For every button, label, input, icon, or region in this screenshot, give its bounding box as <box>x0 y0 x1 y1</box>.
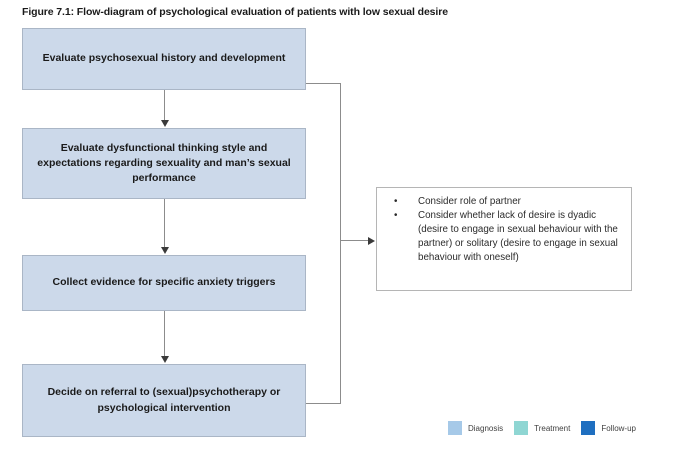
flow-box-collect-anxiety-triggers: Collect evidence for specific anxiety tr… <box>22 255 306 311</box>
connector-bracket-spine <box>340 83 341 404</box>
legend-label: Diagnosis <box>468 423 504 433</box>
flow-box-evaluate-psychosexual-history: Evaluate psychosexual history and develo… <box>22 28 306 90</box>
list-item-label: Consider role of partner <box>418 196 521 207</box>
legend-swatch-treatment <box>514 421 529 435</box>
legend: Diagnosis Treatment Follow-up <box>448 421 636 435</box>
flow-box-label: Evaluate dysfunctional thinking style an… <box>37 141 291 185</box>
flow-box-label: Collect evidence for specific anxiety tr… <box>52 276 276 289</box>
bullet-dot-icon: • <box>394 196 398 207</box>
flow-box-label: Evaluate psychosexual history and develo… <box>42 52 286 65</box>
arrowhead-right-icon <box>368 236 375 245</box>
connector-anxiety-to-referral <box>164 311 165 356</box>
flow-box-label: Decide on referral to (sexual)psychother… <box>47 386 281 414</box>
flow-box-decide-on-referral: Decide on referral to (sexual)psychother… <box>22 364 306 437</box>
arrowhead-down-icon <box>160 356 169 363</box>
connector-thinking-to-anxiety <box>164 199 165 247</box>
legend-swatch-follow-up <box>581 421 596 435</box>
legend-swatch-diagnosis <box>448 421 462 435</box>
legend-label: Follow-up <box>601 423 636 433</box>
connector-bracket-top <box>306 83 340 84</box>
arrowhead-down-icon <box>160 120 169 127</box>
list-item: • Consider whether lack of desire is dya… <box>385 209 621 265</box>
bullet-dot-icon: • <box>394 209 398 221</box>
list-item-label: Consider whether lack of desire is dyadi… <box>418 209 618 263</box>
flow-box-evaluate-dysfunctional-thinking: Evaluate dysfunctional thinking style an… <box>22 128 306 199</box>
legend-item-diagnosis: Diagnosis <box>448 421 503 435</box>
figure-title: Figure 7.1: Flow-diagram of psychologica… <box>22 6 448 18</box>
list-item: • Consider role of partner <box>385 195 621 209</box>
legend-item-follow-up: Follow-up <box>581 421 636 435</box>
connector-bracket-to-callout <box>340 240 368 241</box>
callout-bullet-list: • Consider role of partner • Consider wh… <box>385 195 621 265</box>
connector-history-to-thinking <box>164 90 165 120</box>
arrowhead-down-icon <box>160 247 169 254</box>
callout-box-considerations: • Consider role of partner • Consider wh… <box>376 187 632 291</box>
legend-label: Treatment <box>534 423 571 433</box>
legend-item-treatment: Treatment <box>514 421 570 435</box>
connector-bracket-bottom <box>306 403 340 404</box>
